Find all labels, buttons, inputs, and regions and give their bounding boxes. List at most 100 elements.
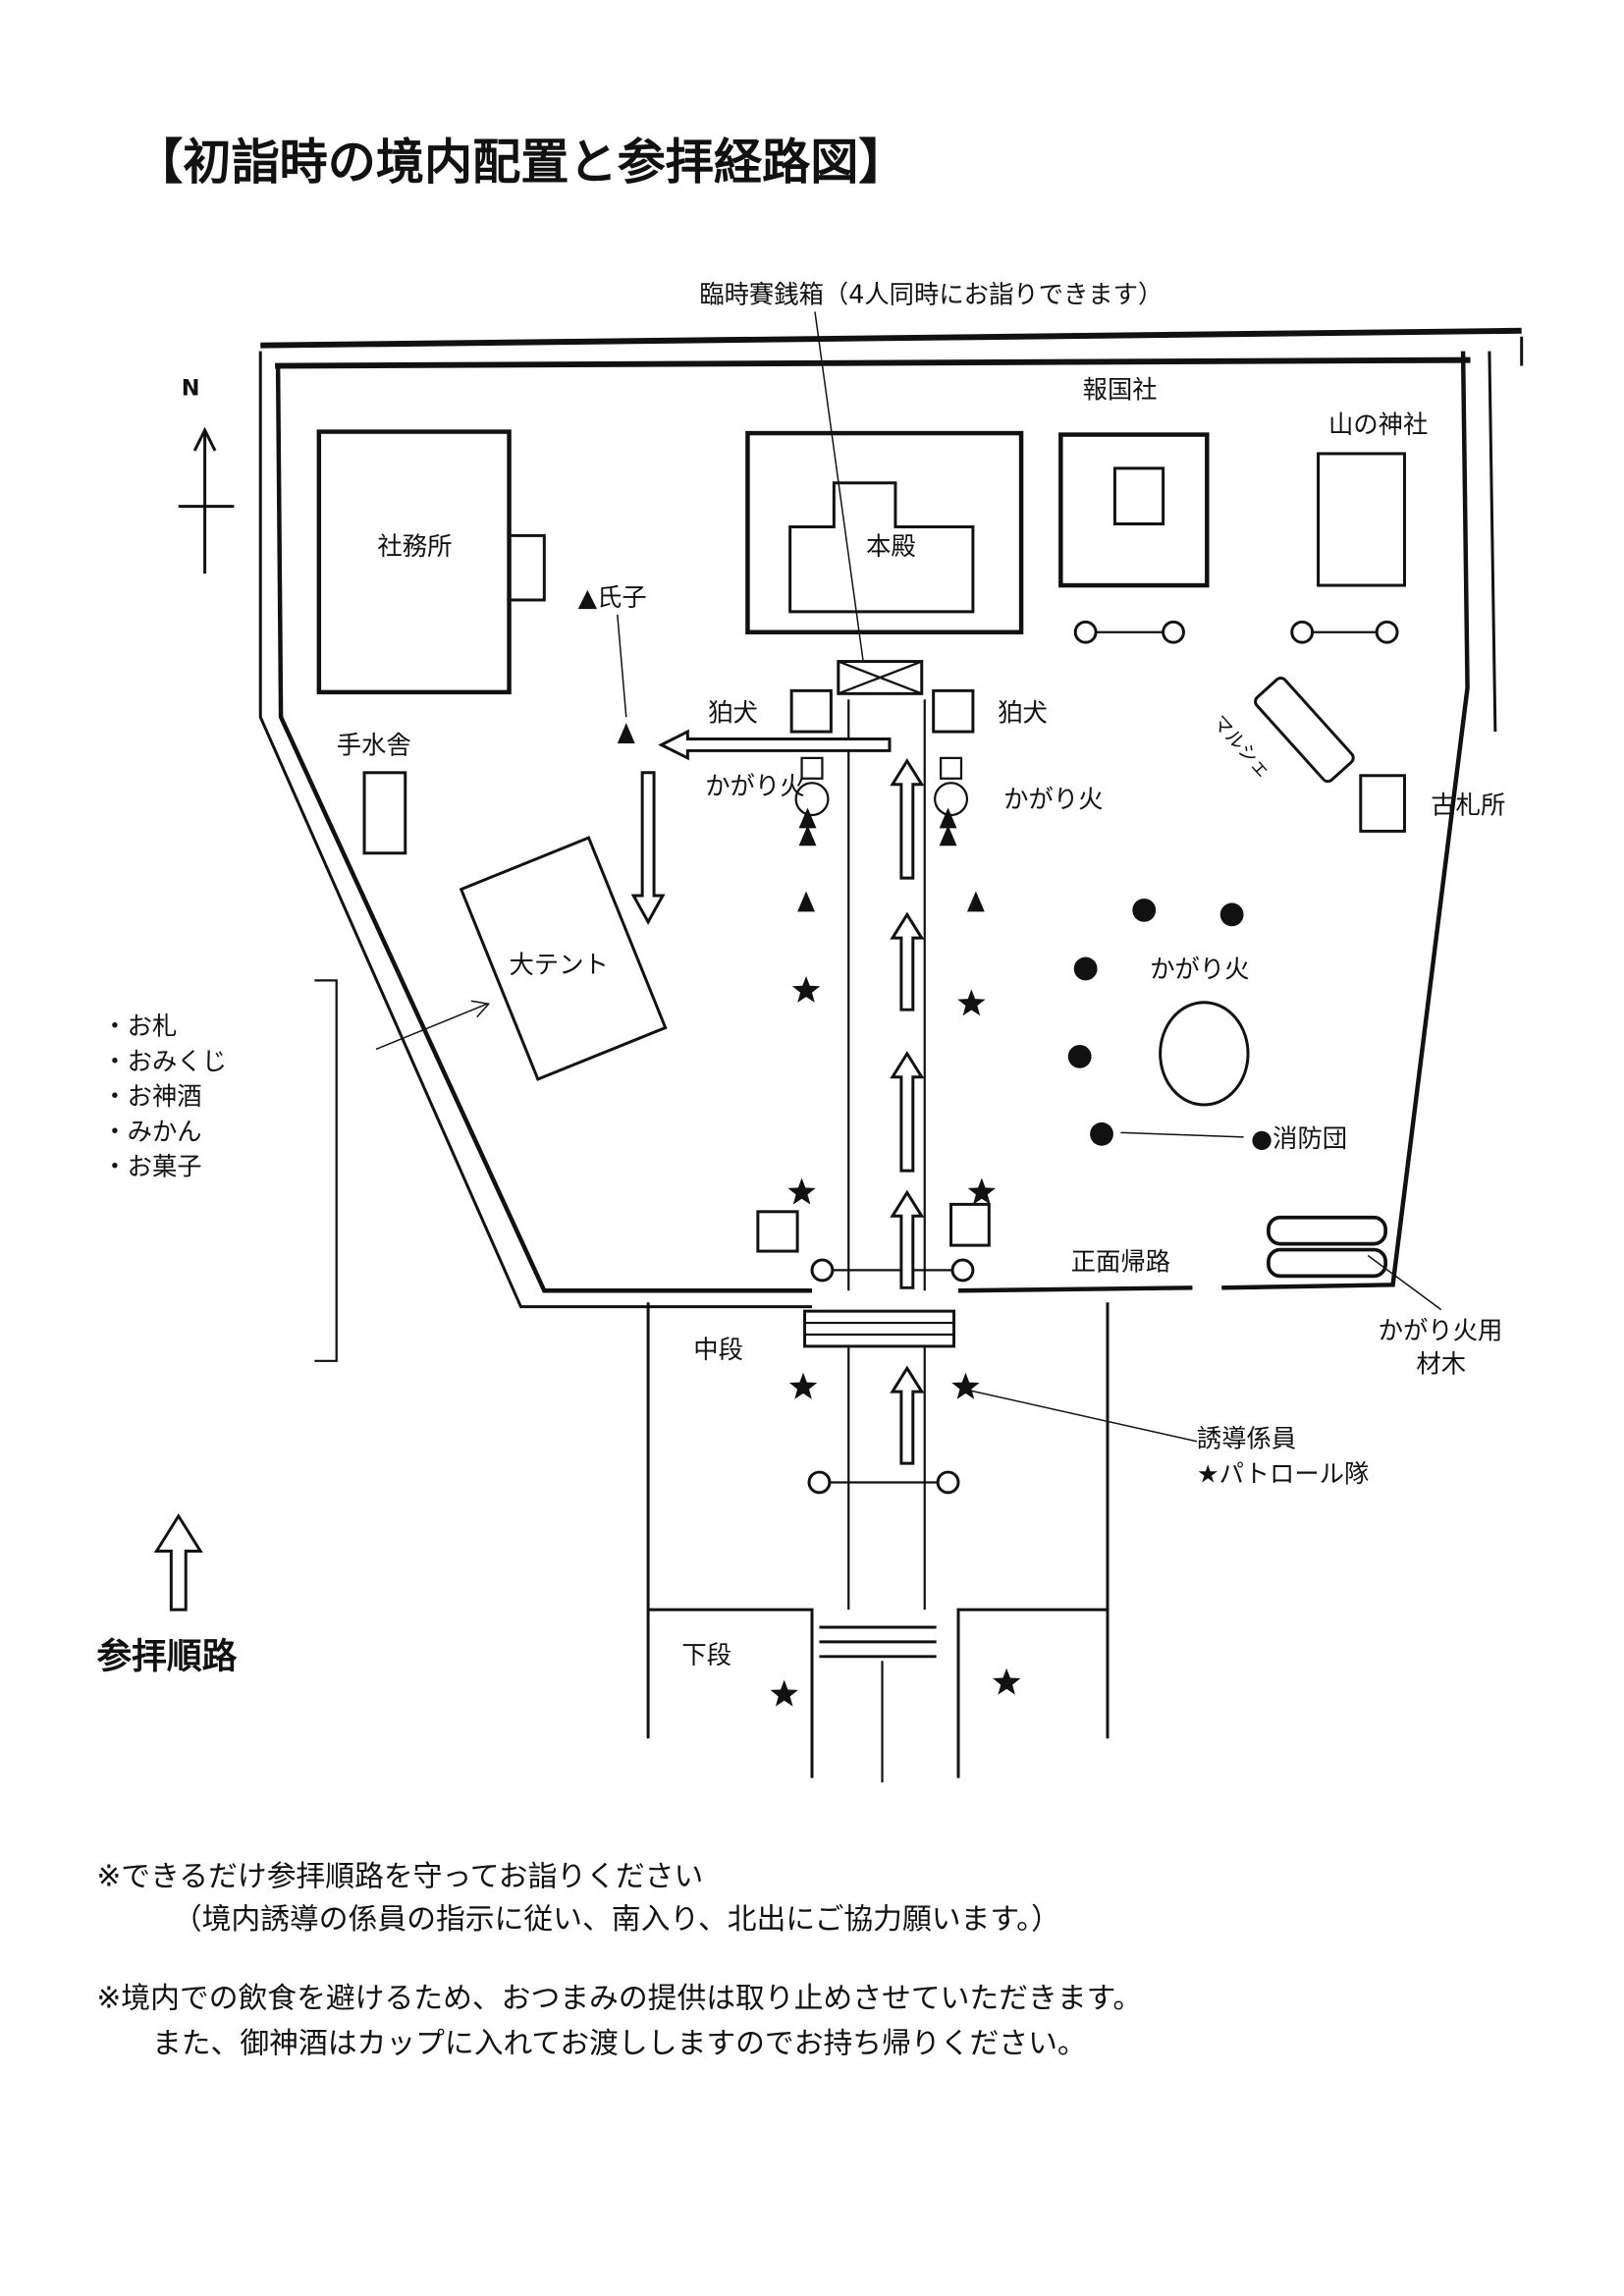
note-line: ※境内での飲食を避けるため、おつまみの提供は取り止めさせていただきます。	[96, 1981, 1142, 2015]
route-legend-label: 参拝順路	[96, 1637, 237, 1677]
barrier-post-icon	[810, 1258, 835, 1283]
ujiko-triangle-icon	[798, 807, 817, 829]
bonfire-dot-icon	[1073, 957, 1098, 981]
honden-label: 本殿	[866, 531, 916, 561]
yamanokami-building	[1317, 452, 1406, 587]
temizuya-building	[362, 771, 407, 855]
big-tent	[459, 836, 668, 1081]
shamusho-building	[316, 429, 512, 695]
patrol-label: ★パトロール隊	[1197, 1458, 1369, 1488]
tent-item: ・みかん	[102, 1117, 201, 1146]
offering-box	[837, 660, 924, 695]
tent-items-bracket	[314, 979, 338, 1362]
fire-brigade-leader	[1120, 1131, 1244, 1138]
tent-item: ・おみくじ	[102, 1046, 227, 1075]
patrol-star-icon	[787, 1177, 816, 1205]
kagaribi-field-label: かがり火	[1150, 954, 1249, 983]
honden-inner	[788, 481, 975, 614]
route-up-arrow-icon	[890, 911, 925, 1011]
lantern-right	[940, 756, 963, 780]
marche-tent	[1254, 677, 1355, 784]
lower-step-label: 下段	[681, 1640, 731, 1669]
firewood-label-2: 材木	[1416, 1349, 1466, 1379]
shamusho-annex	[508, 533, 546, 602]
brazier-left	[794, 782, 830, 817]
ujiko-triangle-icon	[797, 891, 815, 912]
guide-staff-label: 誘導係員	[1197, 1424, 1296, 1453]
patrol-star-icon	[993, 1667, 1021, 1695]
firewood-label-1: かがり火用	[1379, 1315, 1503, 1344]
note-line: ※できるだけ参拝順路を守ってお詣りください	[96, 1860, 703, 1894]
route-up-arrow-icon	[890, 758, 925, 880]
barrier-post-icon	[1290, 620, 1315, 644]
barrier-post-icon	[1073, 620, 1098, 644]
lower-step-wall-left	[648, 1608, 814, 1778]
komainu-right-label: 狛犬	[998, 698, 1048, 728]
patrol-leader	[968, 1389, 1198, 1443]
kofudasho-label: 古札所	[1431, 791, 1505, 820]
tent-item: ・お札	[102, 1011, 177, 1041]
patrol-star-icon	[951, 1372, 980, 1399]
route-up-arrow-icon	[890, 1365, 925, 1465]
barrier-post-icon	[1162, 620, 1185, 644]
lower-step-wall-right	[956, 1608, 1108, 1778]
brazier-right	[934, 782, 969, 817]
hokokusha-inner	[1112, 466, 1165, 525]
barrier-post-icon	[950, 1258, 975, 1283]
offering-box-cross	[838, 660, 923, 695]
bonfire-dot-icon	[1090, 1121, 1113, 1146]
note-line: また、御神酒はカップに入れてお渡ししますのでお持ち帰りください。	[152, 2027, 1087, 2061]
barrier-post-icon	[807, 1470, 832, 1495]
patrol-star-icon	[967, 1177, 997, 1205]
tent-item: ・お菓子	[102, 1152, 201, 1181]
big-tent-label: 大テント	[510, 950, 609, 979]
hokokusha-label: 報国社	[1083, 374, 1158, 404]
fire-brigade-label: ●消防団	[1251, 1123, 1347, 1153]
kofudasho-building	[1359, 774, 1406, 833]
north-label: N	[182, 375, 200, 401]
hokokusha-building	[1058, 432, 1210, 588]
tent-leader-arrowhead-icon	[470, 1000, 491, 1018]
lantern-left	[800, 756, 824, 780]
bonfire-dot-icon	[1067, 1044, 1092, 1068]
ujiko-triangle-icon	[966, 891, 985, 912]
bonfire-area	[1159, 1001, 1250, 1107]
bonfire-dot-icon	[1132, 898, 1157, 922]
page-title: 【初詣時の境内配置と参拝経路図】	[135, 134, 906, 191]
offering-box-label: 臨時賽銭箱（4人同時にお詣りできます）	[699, 279, 1163, 308]
note-line: （境内誘導の係員の指示に従い、南入り、北出にご協力願います。）	[173, 1902, 1060, 1937]
barrier-post-icon	[936, 1470, 960, 1495]
barrier-post-icon	[1375, 620, 1399, 644]
middle-step-label: 中段	[693, 1335, 743, 1364]
stand-left	[756, 1210, 799, 1253]
bonfire-dot-icon	[1219, 902, 1244, 927]
kagaribi-right-label: かがり火	[1003, 785, 1103, 814]
ujiko-triangle-icon	[798, 825, 817, 847]
patrol-star-icon	[788, 1372, 818, 1399]
marche-label: マルシェ	[1208, 711, 1275, 783]
komainu-right	[932, 688, 975, 734]
route-down-arrow-icon	[630, 771, 666, 925]
route-up-arrow-icon	[890, 1189, 925, 1289]
kagaribi-left-label: かがり火	[705, 771, 804, 800]
front-return-label: 正面帰路	[1071, 1246, 1170, 1276]
tent-items-list: ・お札 ・おみくじ ・お神酒 ・みかん ・お菓子	[102, 1011, 227, 1181]
stand-right	[949, 1202, 991, 1247]
firewood-leader	[1367, 1254, 1442, 1311]
shamusho-label: 社務所	[377, 531, 452, 561]
komainu-left-label: 狛犬	[708, 698, 758, 728]
route-up-arrow-icon	[890, 1051, 925, 1173]
exit-left-arrow-icon	[658, 729, 892, 761]
honden-building	[745, 430, 1024, 634]
lower-steps	[819, 1625, 937, 1659]
ujiko-triangle-icon	[939, 807, 957, 829]
tent-item: ・お神酒	[102, 1081, 201, 1111]
route-legend-arrow-icon	[153, 1512, 203, 1612]
ujiko-leader	[617, 614, 627, 718]
patrol-star-icon	[770, 1679, 798, 1707]
yamanokami-label: 山の神社	[1328, 410, 1428, 439]
firewood-icon	[1267, 1215, 1387, 1279]
ujiko-triangle-icon	[939, 825, 957, 847]
ujiko-label: ▲氏子	[578, 582, 647, 612]
